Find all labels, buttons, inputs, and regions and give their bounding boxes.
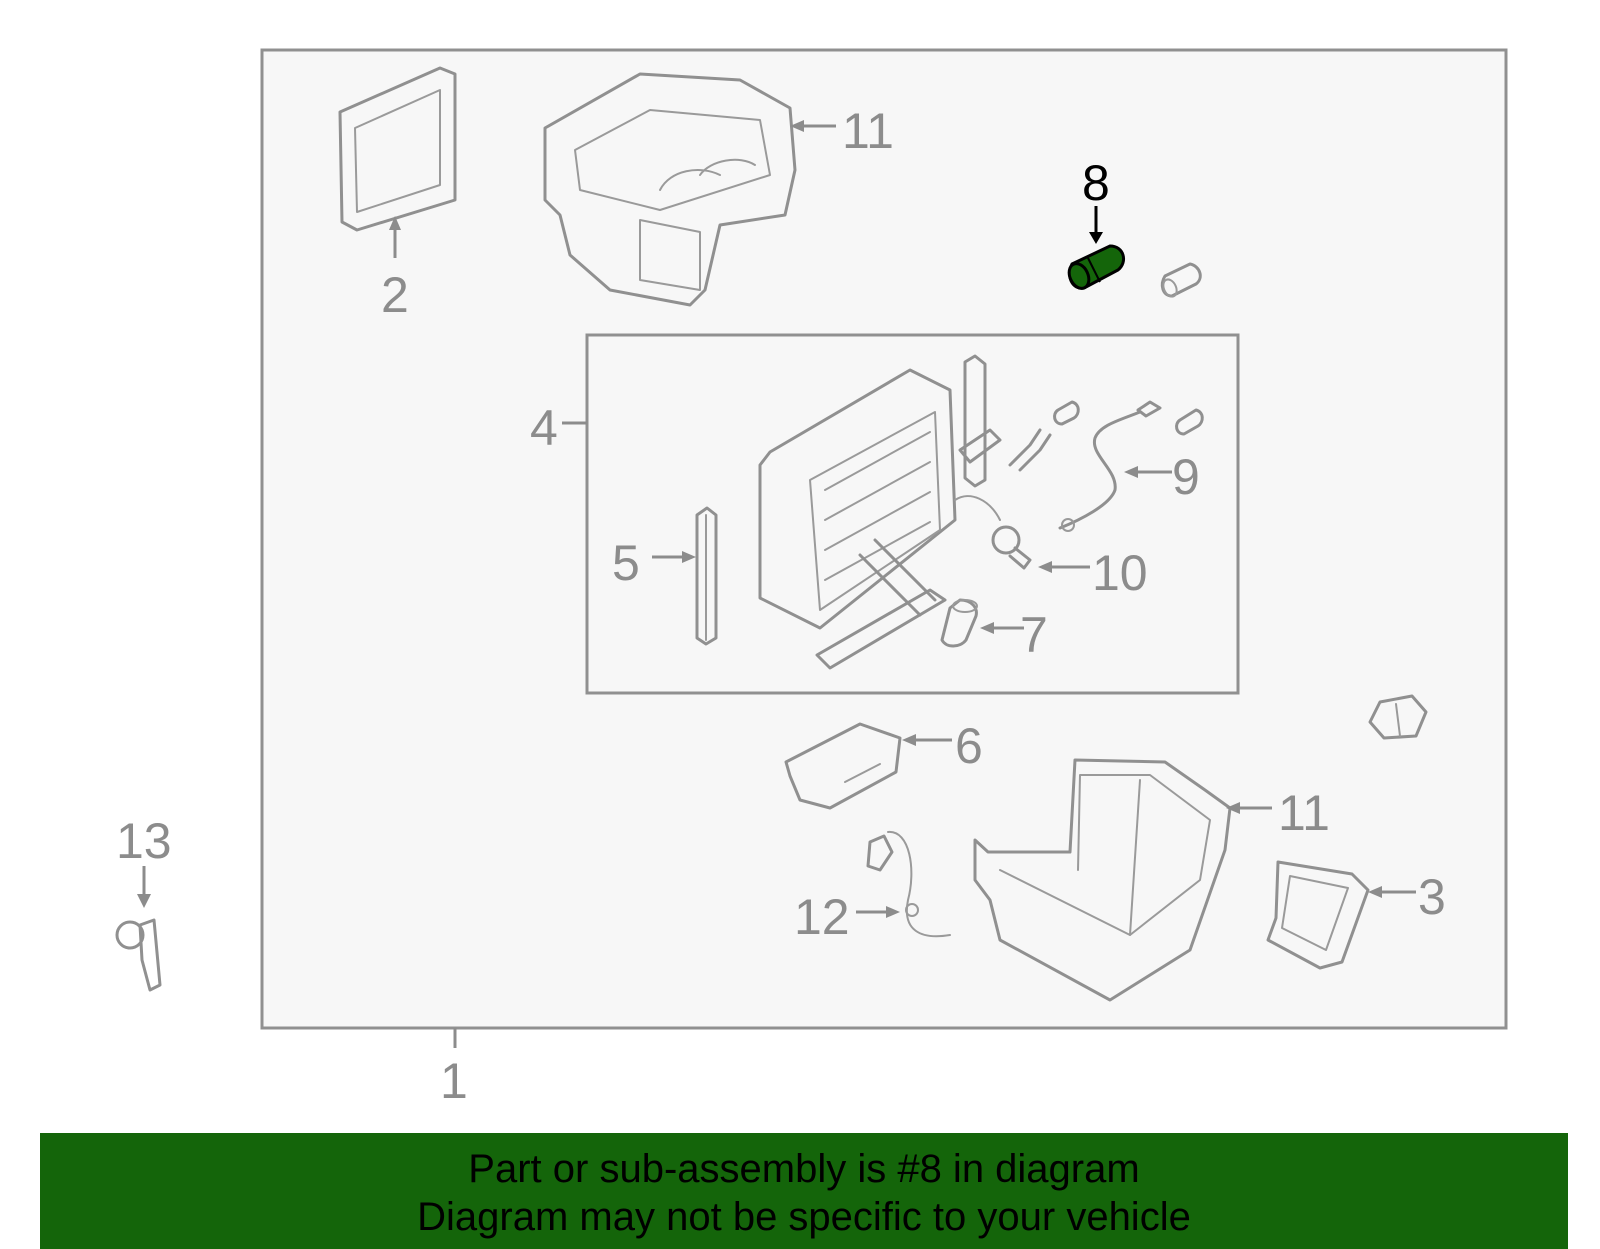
callout-3[interactable]: 3 bbox=[1418, 869, 1446, 925]
bottom-seal bbox=[815, 588, 947, 670]
callout-8[interactable]: 8 bbox=[1082, 155, 1110, 211]
pipe-cap bbox=[1053, 400, 1080, 426]
hex-nut bbox=[1368, 694, 1428, 740]
callout-11-top[interactable]: 11 bbox=[842, 103, 894, 159]
part-3-frame bbox=[1266, 860, 1370, 970]
evaporator-subframe bbox=[585, 333, 1240, 695]
part-2-filter-frame bbox=[338, 66, 457, 232]
callout-12[interactable]: 12 bbox=[794, 889, 850, 945]
callout-10[interactable]: 10 bbox=[1092, 545, 1148, 601]
callout-6[interactable]: 6 bbox=[955, 718, 983, 774]
callout-1[interactable]: 1 bbox=[440, 1053, 468, 1109]
callout-5[interactable]: 5 bbox=[612, 535, 640, 591]
part-7-canister bbox=[940, 598, 978, 648]
callout-4[interactable]: 4 bbox=[530, 400, 558, 456]
part-11-upper-case bbox=[543, 72, 797, 307]
small-cap bbox=[1175, 408, 1204, 436]
info-banner: Part or sub-assembly is #8 in diagram Di… bbox=[40, 1133, 1568, 1249]
callout-2[interactable]: 2 bbox=[381, 267, 409, 323]
callout-13[interactable]: 13 bbox=[116, 813, 172, 869]
part-9-pipe bbox=[1058, 400, 1162, 532]
part-5-seal-strip bbox=[695, 506, 718, 646]
part-11-lower-case bbox=[973, 758, 1232, 1002]
small-plug bbox=[1160, 262, 1202, 298]
callout-7[interactable]: 7 bbox=[1020, 607, 1048, 663]
banner-line-2: Diagram may not be specific to your vehi… bbox=[417, 1195, 1191, 1239]
evaporator-core bbox=[758, 354, 987, 630]
part-10-valve bbox=[954, 495, 1032, 570]
part-6-tray bbox=[784, 722, 902, 810]
callout-9[interactable]: 9 bbox=[1172, 449, 1200, 505]
pipe-bend bbox=[1008, 428, 1052, 472]
part-8-cylinder-highlighted bbox=[1067, 244, 1126, 290]
part-12-sensor bbox=[866, 830, 951, 938]
banner-line-1: Part or sub-assembly is #8 in diagram bbox=[468, 1147, 1140, 1191]
callout-11-bottom[interactable]: 11 bbox=[1278, 785, 1330, 841]
pipe-connector bbox=[958, 428, 1002, 464]
part-13-lever bbox=[115, 918, 162, 992]
